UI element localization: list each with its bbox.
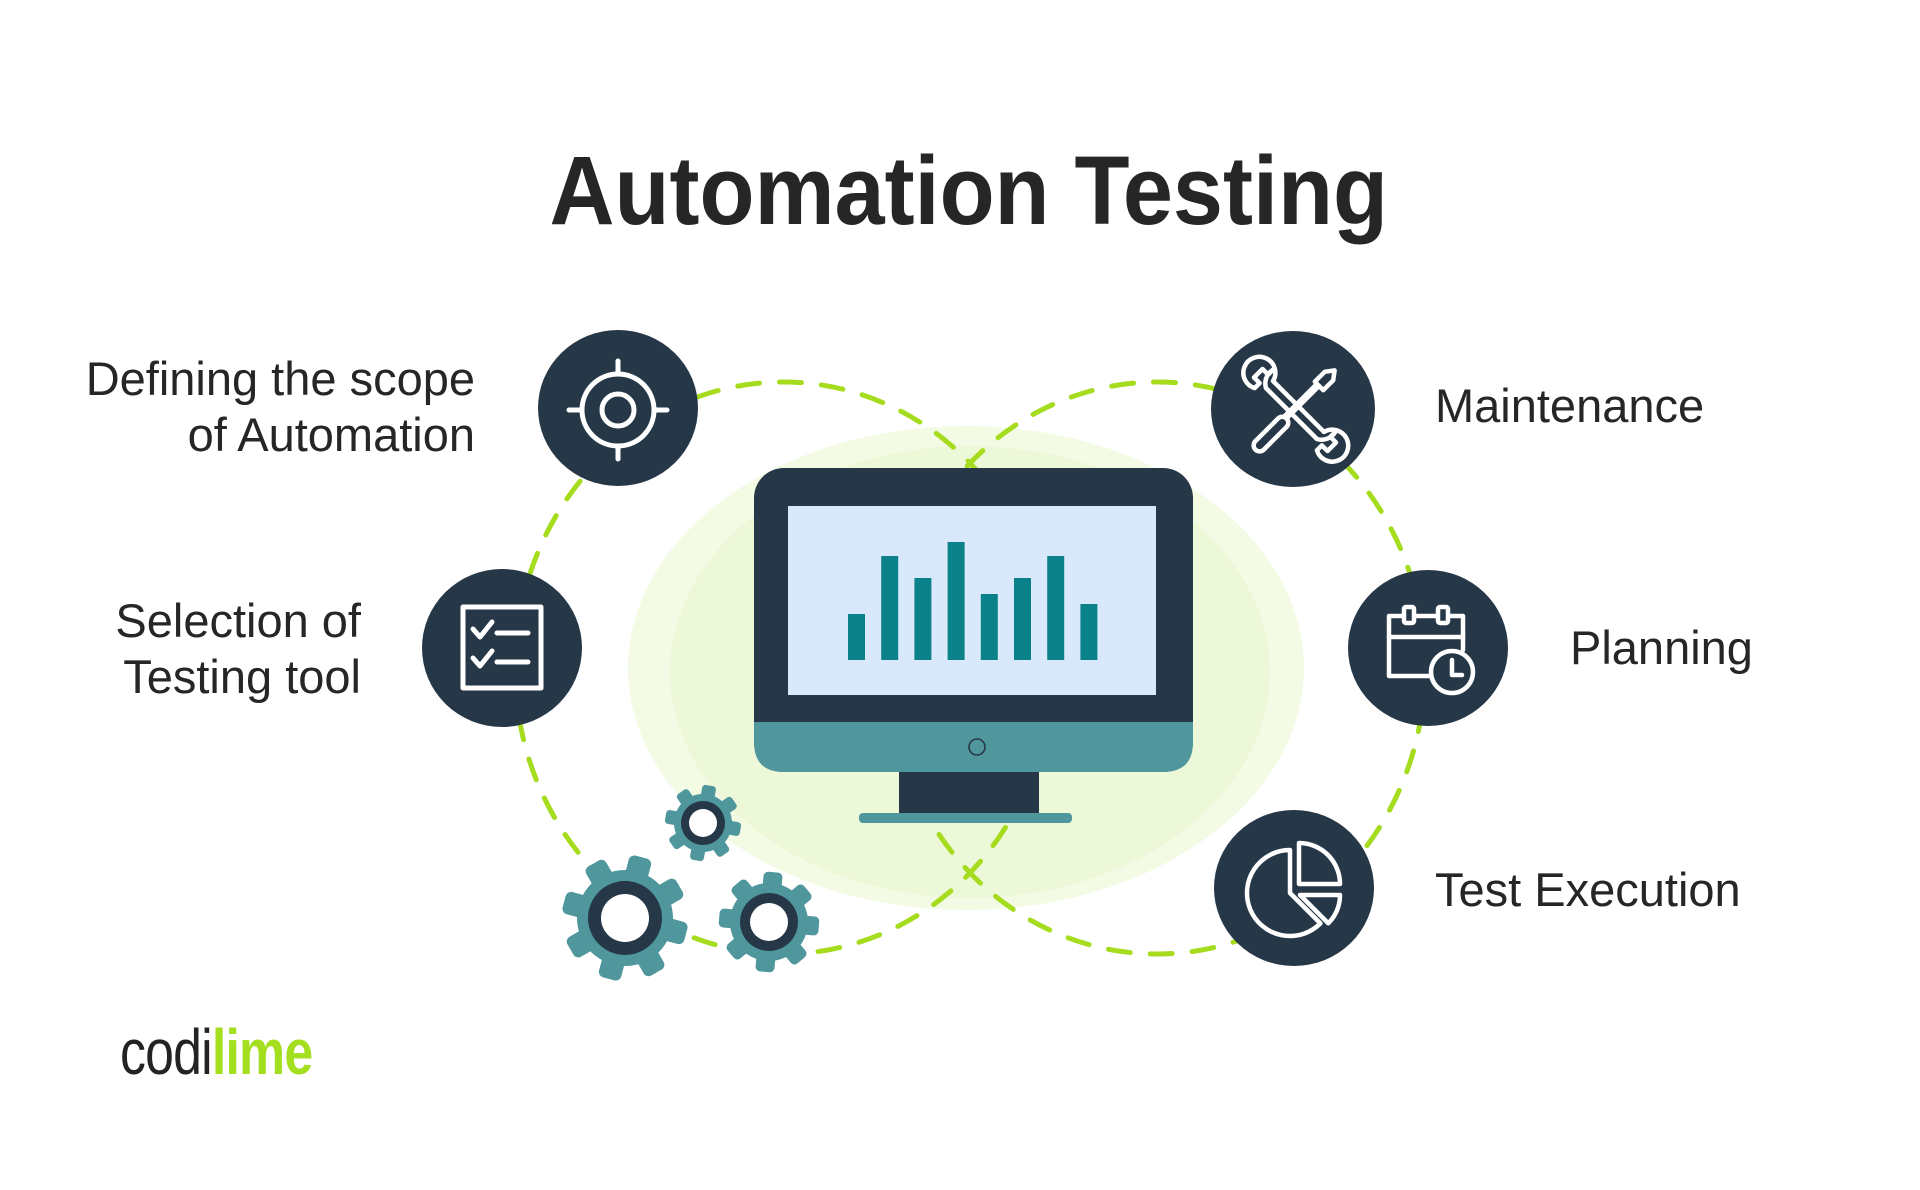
- step-planning-text: Planning: [1570, 621, 1753, 674]
- maintenance-icon-badge: [1211, 331, 1375, 487]
- step-maintenance-label: Maintenance: [1435, 378, 1704, 434]
- logo-part-codi: codi: [120, 1016, 213, 1088]
- step-planning-label: Planning: [1570, 620, 1753, 676]
- planning-icon-badge: [1348, 570, 1508, 726]
- step-tool-line-2: Testing tool: [123, 650, 361, 703]
- pie-chart-icon: [1244, 840, 1343, 939]
- monitor-icon: [754, 468, 1193, 823]
- gears-icon: [562, 784, 820, 981]
- step-execution-label: Test Execution: [1435, 862, 1741, 918]
- wrench-screwdriver-icon: [1241, 354, 1351, 464]
- codilime-logo: codilime: [120, 1016, 313, 1088]
- chart-bar: [848, 614, 865, 660]
- checklist-icon: [460, 604, 544, 691]
- calendar-clock-icon: [1386, 604, 1476, 696]
- chart-bar: [1080, 604, 1098, 660]
- power-button-icon: [968, 738, 986, 756]
- monitor-screen: [788, 506, 1156, 695]
- step-scope-label: Defining the scope of Automation: [86, 351, 475, 463]
- chart-bar: [947, 542, 965, 660]
- step-scope-line-2: of Automation: [187, 408, 475, 461]
- chart-bar: [1014, 578, 1031, 660]
- step-tool-label: Selection of Testing tool: [115, 593, 361, 705]
- step-execution-text: Test Execution: [1435, 863, 1741, 916]
- target-icon: [566, 358, 670, 462]
- chart-bar: [980, 594, 998, 660]
- chart-bar: [1047, 556, 1065, 660]
- step-tool-line-1: Selection of: [115, 594, 361, 647]
- tool-icon-badge: [422, 569, 582, 727]
- logo-part-lime: lime: [211, 1016, 313, 1088]
- step-scope-line-1: Defining the scope: [85, 352, 475, 405]
- execution-icon-badge: [1214, 810, 1374, 966]
- bar-chart: [848, 542, 1098, 660]
- monitor-base: [859, 813, 1072, 823]
- gear-icon: [562, 855, 688, 981]
- page-title: Automation Testing: [549, 135, 1389, 245]
- scope-icon-badge: [538, 330, 698, 486]
- gear-icon: [664, 784, 742, 862]
- chart-bar: [881, 556, 899, 660]
- step-maintenance-text: Maintenance: [1435, 379, 1705, 432]
- monitor-stand: [899, 772, 1039, 813]
- chart-bar: [914, 578, 932, 660]
- gear-icon: [718, 871, 820, 973]
